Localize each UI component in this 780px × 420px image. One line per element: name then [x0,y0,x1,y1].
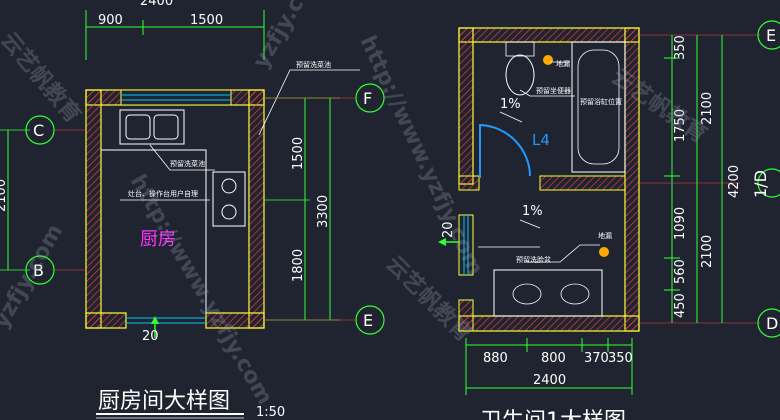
bath-dim-2100-top: 2100 [700,92,715,125]
bath-dim-2100-bottom: 2100 [700,235,715,268]
label-sink-reserved-2: 预留洗菜池 [170,159,205,168]
slope-2: 1% [522,204,543,219]
kitchen-right-dimensions: 1500 3300 1800 [264,97,340,321]
floor-drain-icon-2 [599,247,609,257]
kitchen-dim-3300: 3300 [316,195,331,228]
kitchen-walls [85,89,265,329]
axis-E-top: E [766,26,776,45]
bath-dim-880: 880 [483,351,508,366]
kitchen-axis-bubbles: F E C B [25,83,385,335]
bath-dim-2400: 2400 [533,373,566,388]
kitchen-counter [101,109,246,313]
kitchen-scale: 1:50 [256,405,285,420]
axis-1-D: 1/D [751,170,770,198]
bath-dim-370: 370 [584,351,609,366]
bathroom-walls [458,27,640,332]
bath-dim-560: 560 [673,259,688,284]
axis-D-bottom: D [766,314,778,333]
bathroom-bottom-dimensions: 880 800 370 350 2400 [465,338,633,395]
watermarks: http://www.yzfjy.com 云艺帆教育 yzfjy.com htt… [0,0,712,409]
bath-dim-350-v: 350 [673,35,688,60]
label-basin: 预留洗脸盆 [516,255,551,264]
axis-B: B [33,261,44,280]
watermark-brand-3: 云艺帆教育 [0,27,86,128]
bathroom-door [479,123,531,178]
bath-dim-350: 350 [608,351,633,366]
kitchen-dim-total: 2400 [140,0,173,9]
bathroom-plan: L4 地漏 预留坐便器 预留浴缸位置 地漏 预留洗脸盆 1% 1% 20 880… [438,20,780,420]
bath-dim-4200: 4200 [727,165,742,198]
sink-fixture [119,109,185,145]
watermark-short-2: yzfjy.com [0,220,68,333]
bath-dim-800: 800 [541,351,566,366]
kitchen-dim-1500-v: 1500 [291,137,306,170]
label-toilet: 预留坐便器 [536,86,571,95]
kitchen-plan: 预留洗菜池 预留洗菜池 灶台、操作台用户自理 厨房 20 2400 900 15… [0,0,385,420]
door-label: L4 [532,131,550,149]
watermark-brand-1: 云艺帆教育 [607,64,712,148]
bathroom-slope: 20 [441,221,456,238]
label-stove: 灶台、操作台用户自理 [128,189,198,198]
axis-F: F [363,89,372,108]
bath-dim-1090: 1090 [673,207,688,240]
basin-fixture [493,269,603,317]
kitchen-title: 厨房间大样图 [98,389,230,414]
label-bath: 预留浴缸位置 [580,97,622,106]
kitchen-left-dimension: 2100 [0,129,30,271]
kitchen-dim-900: 900 [98,13,123,28]
axis-C: C [33,121,44,140]
kitchen-dim-1500: 1500 [190,13,223,28]
kitchen-slope: 20 [142,329,159,344]
kitchen-dim-2100: 2100 [0,179,9,212]
bath-dim-1750: 1750 [673,109,688,142]
slope-1: 1% [500,97,521,112]
toilet-fixture [505,54,535,96]
bathroom-right-dimensions: 350 1750 1090 560 450 2100 2100 4200 [639,34,760,324]
label-floor-drain: 地漏 [556,59,570,68]
floor-drain-icon [543,55,553,65]
bath-dim-450: 450 [673,293,688,318]
kitchen-top-dimensions: 2400 900 1500 [85,0,265,60]
axis-E: E [363,311,373,330]
kitchen-room-name: 厨房 [140,229,176,250]
bathtub-fixture [571,41,626,173]
label-sink-reserved: 预留洗菜池 [296,60,331,69]
bathroom-title: 卫生间1大样图 [480,409,626,420]
label-floor-drain-2: 地漏 [598,231,612,240]
stove-fixture [212,171,246,227]
bathroom-axis-bubbles: E D 1/D [751,20,780,338]
kitchen-dim-1800: 1800 [291,249,306,282]
